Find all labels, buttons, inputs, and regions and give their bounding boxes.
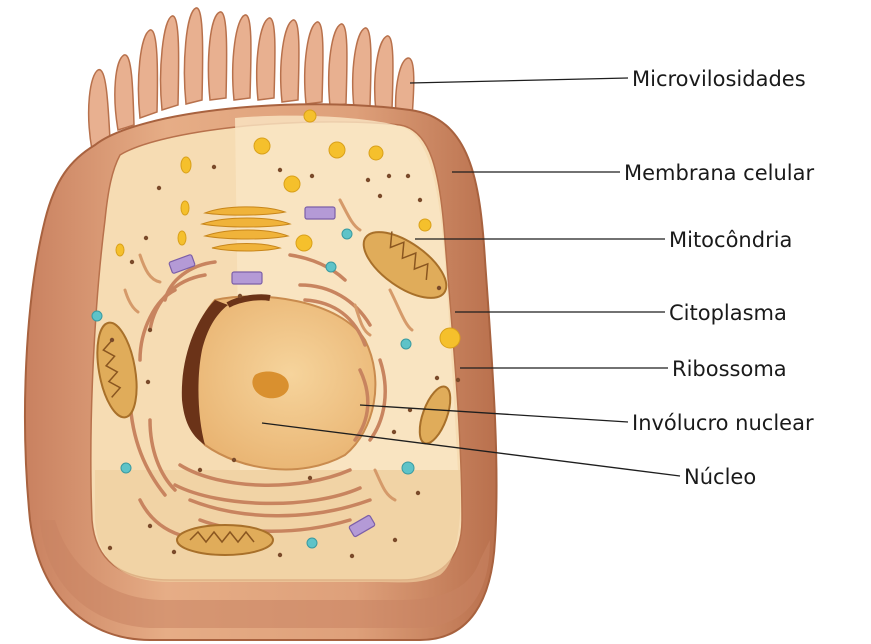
label-nucleus: Núcleo [684,465,756,489]
label-cytoplasm: Citoplasma [669,301,787,325]
leader-microvilli [410,78,628,83]
nucleus [182,296,376,469]
label-membrane: Membrana celular [624,161,814,185]
label-mitochondria: Mitocôndria [669,228,792,252]
labels: Microvilosidades Membrana celular Mitocô… [624,67,814,489]
label-ribosome: Ribossoma [672,357,787,381]
mitochondrion [177,525,273,555]
label-microvilli: Microvilosidades [632,67,806,91]
label-nuclear-envelope: Invólucro nuclear [632,411,814,435]
